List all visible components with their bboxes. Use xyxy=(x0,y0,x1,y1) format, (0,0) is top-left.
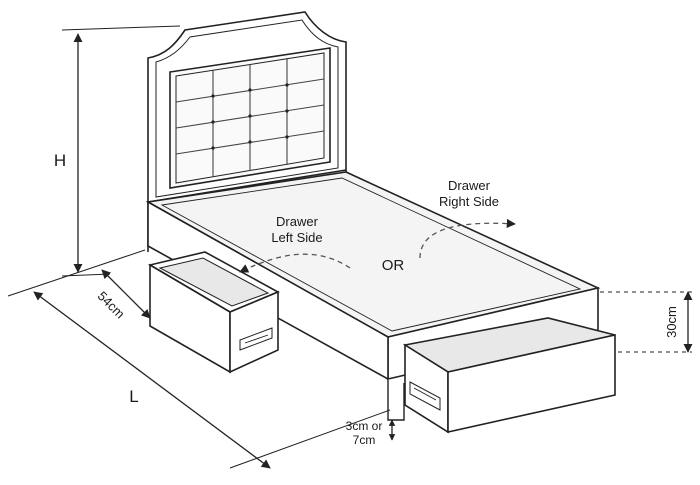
clearance-label-line1: 3cm or xyxy=(346,419,383,433)
drawer-right-label-line2: Right Side xyxy=(439,194,499,209)
headboard xyxy=(147,11,347,203)
depth-label: 54cm xyxy=(95,288,128,321)
height-label: H xyxy=(54,151,66,170)
drawer-left-label-line2: Left Side xyxy=(271,230,322,245)
left-drawer-arrow xyxy=(239,253,351,273)
drawer-left-label-line1: Drawer xyxy=(276,214,319,229)
drawer-right-label-line1: Drawer xyxy=(448,178,491,193)
right-drawer-arrow xyxy=(419,218,516,259)
tufted-panel xyxy=(175,58,325,177)
length-dimension-line xyxy=(33,291,271,469)
clearance-label-line2: 7cm xyxy=(353,433,376,447)
or-label: OR xyxy=(382,257,405,274)
depth-dimension-line xyxy=(101,269,151,319)
length-label: L xyxy=(129,387,138,406)
right-drawer xyxy=(402,317,616,434)
drawer-height-label: 30cm xyxy=(664,306,679,338)
